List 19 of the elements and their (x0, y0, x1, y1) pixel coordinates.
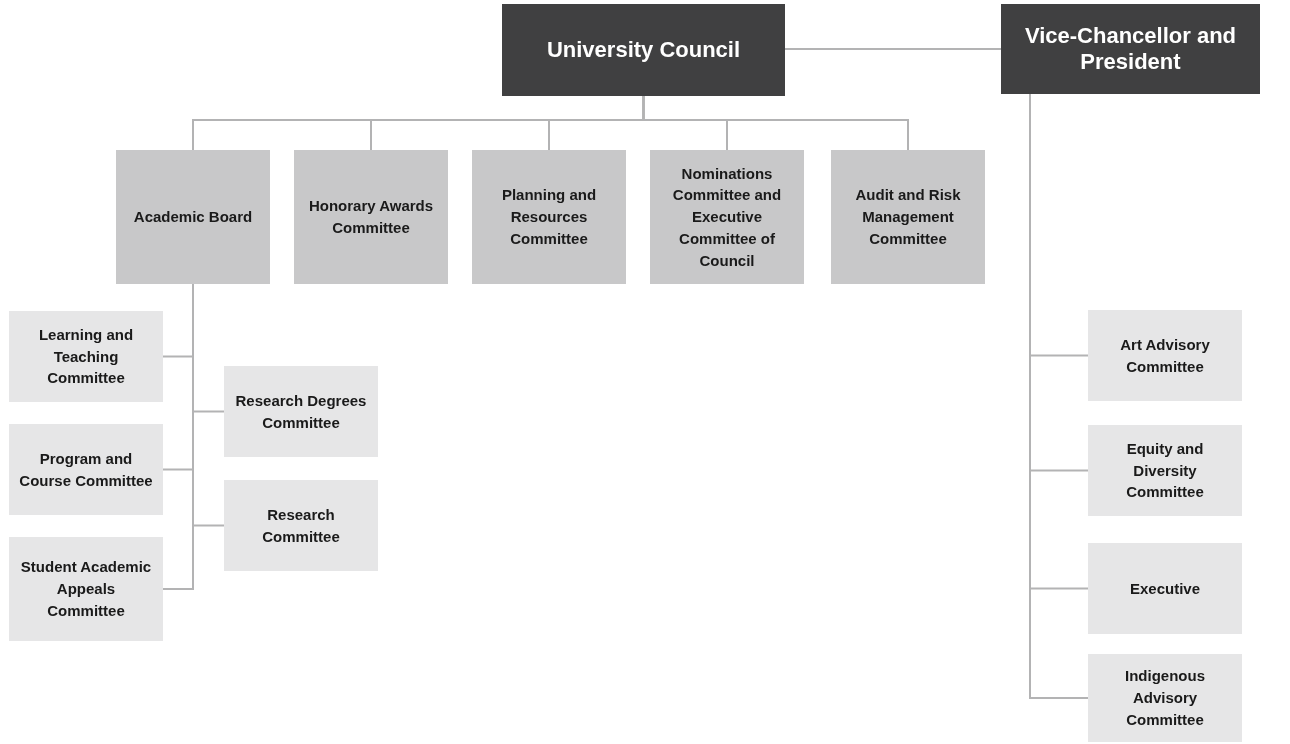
committee-box: Art Advisory Committee (1088, 310, 1242, 401)
committee-box: Executive (1088, 543, 1242, 634)
committee-box: Planning and Resources Committee (472, 150, 626, 284)
committee-box: Nominations Committee and Executive Committee of Council (650, 150, 804, 284)
connector-line (784, 48, 1002, 50)
committee-box: Academic Board (116, 150, 270, 284)
committee-box: Learning and Teaching Committee (9, 311, 163, 402)
committee-box: Audit and Risk Management Committee (831, 150, 985, 284)
connector-line (162, 283, 194, 590)
committee-box: Research Committee (224, 480, 378, 571)
connector-line (642, 95, 909, 151)
committee-box: Program and Course Committee (9, 424, 163, 515)
committee-box: Student Academic Appeals Committee (9, 537, 163, 641)
committee-box: Indigenous Advisory Committee (1088, 654, 1242, 742)
committee-box: Honorary Awards Committee (294, 150, 448, 284)
committee-box: Equity and Diversity Committee (1088, 425, 1242, 516)
committee-box: Research Degrees Committee (224, 366, 378, 457)
council-box: Vice-Chancellor and President (1001, 4, 1260, 94)
council-box: University Council (502, 4, 785, 96)
